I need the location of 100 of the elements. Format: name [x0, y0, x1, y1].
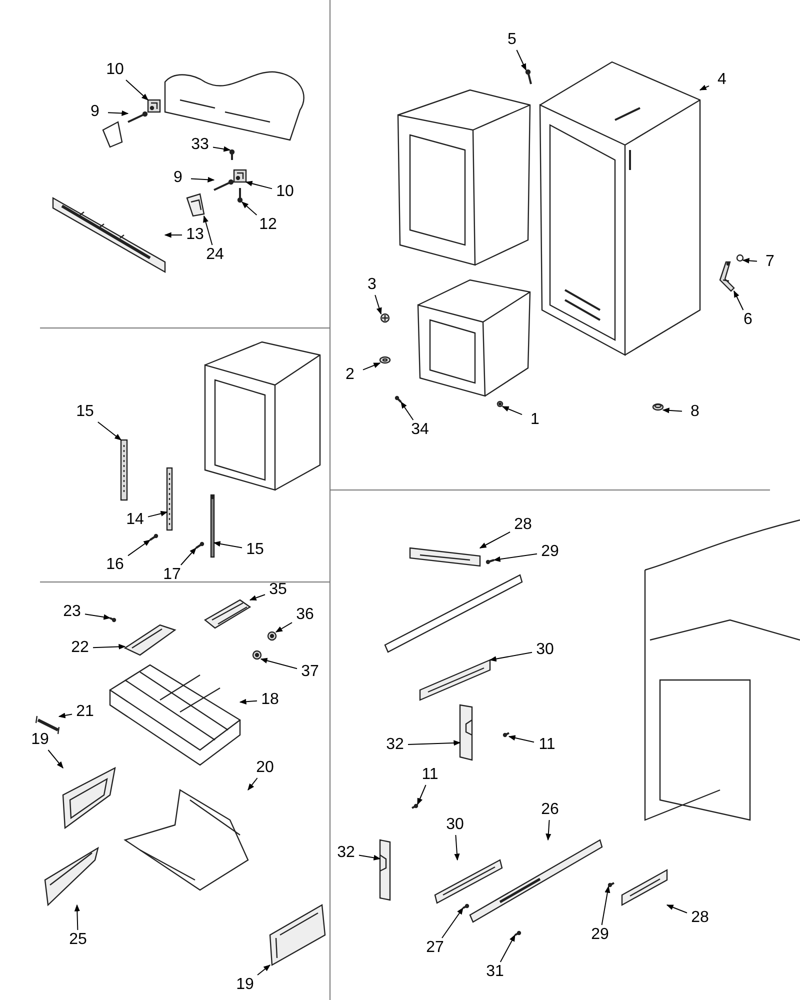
- leader-line: [213, 541, 242, 548]
- callout-number: 30: [533, 641, 557, 659]
- callout-number: 16: [103, 556, 127, 574]
- leader-line: [662, 408, 682, 414]
- leader-line: [190, 176, 215, 182]
- rail-drawing: [419, 659, 491, 701]
- end-panel-drawing: [269, 904, 326, 966]
- callout-number: 29: [588, 926, 612, 944]
- cabinet-drawing: [539, 61, 701, 356]
- leader-line: [108, 110, 129, 116]
- callout-number: 23: [60, 603, 84, 621]
- screw-drawing: [394, 396, 402, 403]
- screw-drawing: [608, 882, 614, 888]
- callout-number: 13: [183, 226, 207, 244]
- leader-line: [257, 964, 271, 976]
- leader-line: [249, 594, 266, 600]
- callout-number: 36: [293, 606, 317, 624]
- leader-line: [48, 750, 64, 769]
- leader-line: [489, 652, 532, 662]
- divider-drawing: [124, 624, 176, 656]
- leader-line: [148, 510, 168, 518]
- callout-number: 37: [298, 663, 322, 681]
- foot-drawing: [652, 403, 664, 411]
- callout-number: 26: [538, 801, 562, 819]
- leader-line: [362, 362, 381, 370]
- leader-line: [400, 401, 414, 420]
- callout-number: 21: [73, 703, 97, 721]
- screw-drawing: [412, 804, 418, 809]
- callout-number: 28: [511, 516, 535, 534]
- callout-number: 18: [258, 691, 282, 709]
- callout-number: 15: [73, 403, 97, 421]
- screw-drawing: [128, 111, 148, 123]
- leader-line: [245, 180, 272, 190]
- shelf-rail-drawing: [166, 467, 173, 531]
- leader-line: [260, 658, 298, 670]
- leader-line: [734, 290, 744, 310]
- callout-number: 24: [203, 246, 227, 264]
- leader-line: [248, 778, 258, 791]
- callout-number: 19: [233, 976, 257, 994]
- callout-number: 34: [408, 421, 432, 439]
- leader-line: [212, 146, 231, 152]
- leader-line: [180, 547, 196, 566]
- callout-number: 11: [418, 766, 442, 784]
- leader-line: [742, 258, 758, 264]
- leader-line: [97, 422, 122, 440]
- shelf-rail-drawing: [210, 494, 215, 558]
- callout-number: 12: [256, 216, 280, 234]
- leader-line: [479, 532, 510, 548]
- leader-line: [203, 215, 213, 246]
- leader-line: [500, 934, 516, 962]
- leader-line: [128, 540, 151, 556]
- callout-number: 31: [483, 963, 507, 981]
- rail-drawing: [434, 859, 503, 904]
- leader-line: [92, 644, 126, 650]
- leader-line: [239, 698, 258, 704]
- bracket-drawing: [409, 547, 481, 567]
- leader-line: [516, 50, 526, 71]
- screw-drawing: [195, 542, 204, 549]
- callout-number: 10: [273, 183, 297, 201]
- callout-number: 15: [243, 541, 267, 559]
- callout-number: 30: [443, 816, 467, 834]
- grille-drawing: [52, 196, 166, 274]
- screw-drawing: [149, 534, 158, 541]
- callout-number: 8: [683, 403, 707, 421]
- callout-number: 32: [334, 844, 358, 862]
- screw-drawing: [736, 254, 744, 262]
- screw-drawing: [486, 559, 494, 564]
- screw-drawing: [514, 930, 522, 936]
- end-panel-drawing: [62, 766, 116, 830]
- callout-number: 2: [338, 366, 362, 384]
- leader-line: [241, 202, 258, 216]
- foot-cover-drawing: [186, 193, 205, 217]
- basket-drawing: [109, 664, 242, 766]
- callout-number: 29: [538, 543, 562, 561]
- leader-line: [374, 294, 382, 315]
- leader-line: [454, 834, 460, 861]
- hinge-bracket-drawing: [233, 169, 247, 183]
- leader-line: [666, 904, 688, 914]
- callout-number: 17: [160, 566, 184, 584]
- bracket-drawing: [379, 839, 391, 901]
- leader-line: [502, 406, 522, 416]
- screw-drawing: [110, 617, 116, 622]
- screw-drawing: [462, 904, 470, 909]
- callout-number: 3: [360, 276, 384, 294]
- leader-line: [58, 712, 72, 718]
- bracket-drawing: [719, 261, 735, 292]
- callout-number: 1: [523, 411, 547, 429]
- hinge-bracket-drawing: [147, 99, 161, 113]
- leader-line: [408, 740, 461, 746]
- wheel-drawing: [267, 631, 277, 641]
- callout-number: 14: [123, 511, 147, 529]
- callout-number: 9: [166, 169, 190, 187]
- screw-drawing: [380, 313, 390, 323]
- screw-drawing: [496, 400, 504, 408]
- callout-number: 28: [688, 909, 712, 927]
- leader-line: [74, 904, 80, 930]
- leader-line: [601, 886, 610, 926]
- leader-line: [358, 854, 381, 860]
- callout-number: 22: [68, 639, 92, 657]
- callout-number: 20: [253, 759, 277, 777]
